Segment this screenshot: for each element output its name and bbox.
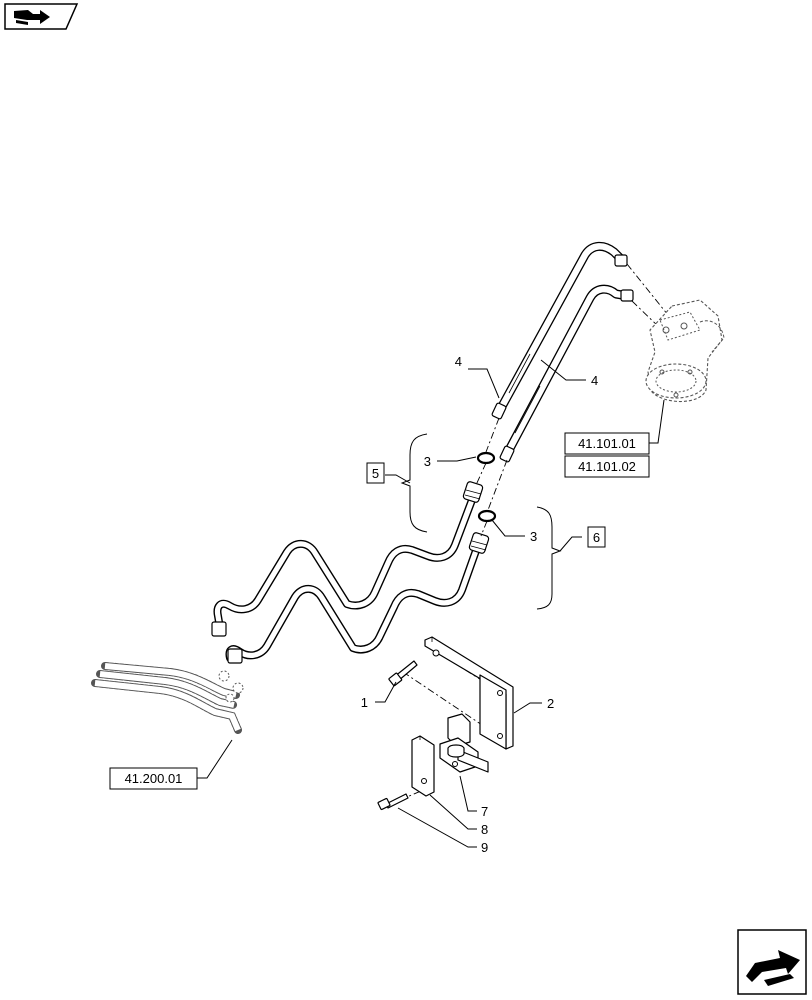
kit-callout-5[interactable]: 5: [366, 462, 385, 484]
kit-bracket-6: [536, 506, 562, 610]
callout-4-left: 4: [455, 354, 462, 369]
o-ring-lower: [477, 509, 497, 523]
steel-pipe-assembly: [211, 481, 490, 664]
hydraulic-hose-pair: [491, 241, 634, 463]
callout-3-upper: 3: [424, 454, 431, 469]
ghost-tube-bundle: [91, 662, 244, 734]
hydraulic-motor: [645, 299, 725, 403]
next-page-arrow-icon[interactable]: [737, 929, 807, 995]
mounting-bracket: [424, 636, 514, 750]
reference-41-200-01[interactable]: 41.200.01: [109, 767, 198, 790]
pipe-fitting-left-a: [211, 621, 227, 637]
callout-4-right: 4: [591, 373, 598, 388]
pipe-clamp: [439, 713, 489, 773]
svg-text:41.101.02: 41.101.02: [578, 459, 636, 474]
callout-8: 8: [481, 822, 488, 837]
pipe-fitting-lower: [468, 532, 490, 554]
svg-text:5: 5: [372, 466, 379, 481]
callout-9: 9: [481, 840, 488, 855]
callout-3-lower: 3: [530, 529, 537, 544]
o-ring-upper: [476, 451, 496, 465]
clamp-plate: [411, 735, 435, 797]
svg-text:6: 6: [593, 530, 600, 545]
callout-2: 2: [547, 696, 554, 711]
bolt-1: [388, 660, 418, 687]
kit-bracket-5: [400, 433, 428, 533]
reference-41-101-01[interactable]: 41.101.01: [564, 432, 650, 455]
kit-callout-6[interactable]: 6: [587, 526, 606, 548]
svg-text:41.200.01: 41.200.01: [125, 771, 183, 786]
leader-lines: [197, 359, 665, 848]
svg-text:41.101.01: 41.101.01: [578, 436, 636, 451]
reference-41-101-02[interactable]: 41.101.02: [564, 455, 650, 478]
callout-7: 7: [481, 804, 488, 819]
pipe-fitting-left-b: [227, 648, 243, 664]
book-arrow-icon[interactable]: [4, 3, 79, 30]
bolt-9: [377, 793, 409, 811]
callout-1: 1: [361, 695, 368, 710]
pipe-fitting-upper: [462, 481, 484, 503]
